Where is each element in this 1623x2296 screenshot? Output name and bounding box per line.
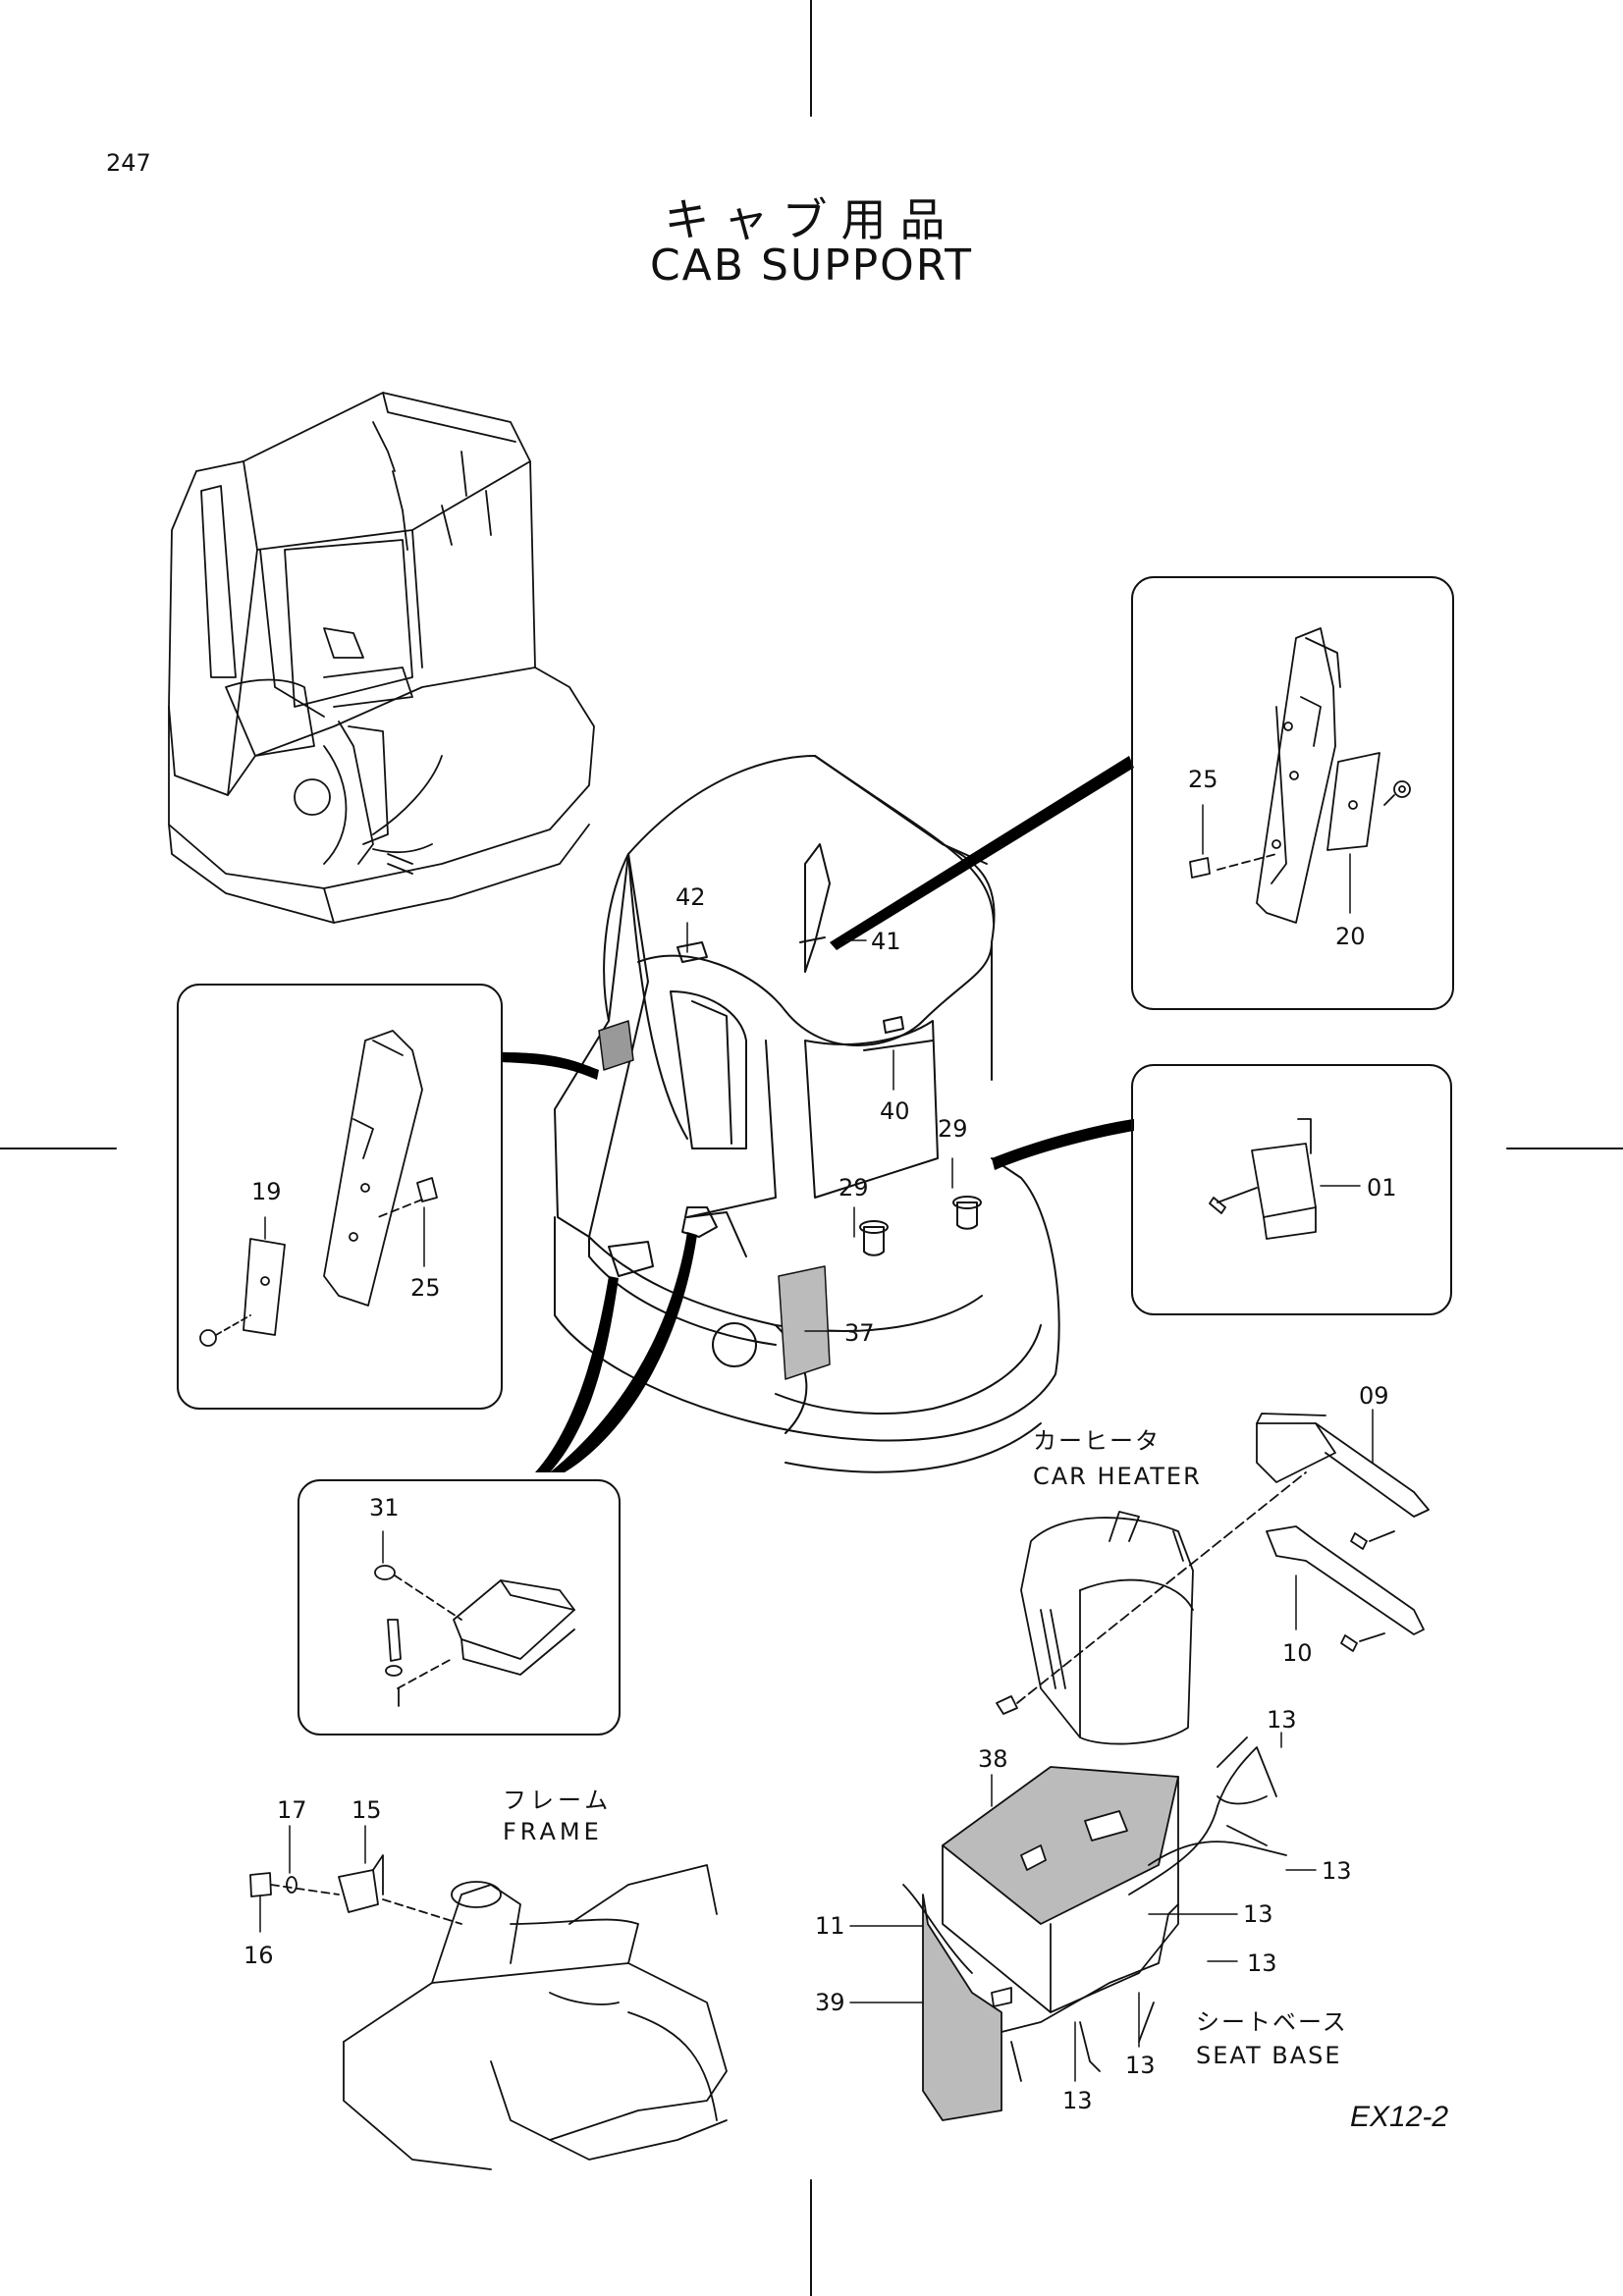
detail-box-bottom-left [298, 1479, 621, 1735]
callout-label: 19 [251, 1178, 282, 1205]
callout-label: 29 [839, 1174, 869, 1201]
page-number: 247 [106, 149, 151, 177]
main-cab-illustration [554, 755, 1060, 1473]
car-heater-illustration [996, 1413, 1430, 1745]
callout-label: 39 [815, 1989, 845, 2016]
callout-label: 13 [1125, 2052, 1156, 2079]
callout-label: 15 [352, 1796, 382, 1824]
callout-label: 41 [871, 928, 901, 955]
callout-label: 13 [1247, 1949, 1277, 1977]
page-code: EX12-2 [1350, 2101, 1449, 2133]
frame-illustration [249, 1854, 728, 2170]
seat-base-label-en: SEAT BASE [1196, 2042, 1342, 2069]
callout-label: 13 [1322, 1857, 1352, 1885]
frame-label-en: FRAME [503, 1818, 603, 1845]
callout-label: 01 [1367, 1174, 1397, 1201]
callout-label: 42 [676, 883, 706, 911]
leader-bands [501, 756, 1134, 1472]
callout-label: 20 [1335, 923, 1366, 950]
callout-label: 16 [243, 1942, 274, 1969]
callout-label: 31 [369, 1494, 400, 1522]
callout-label: 11 [815, 1912, 845, 1940]
callout-numbers: 42 41 40 29 29 37 25 20 19 25 01 31 09 1… [243, 766, 1397, 2114]
detail-box-top-right [1131, 576, 1454, 1010]
seat-base-label-ja: シートベース [1196, 2008, 1348, 2036]
seat-base-illustration [902, 1736, 1287, 2121]
title-japanese: キャブ用品 [664, 193, 959, 246]
callout-label: 37 [844, 1319, 875, 1347]
car-heater-label-ja: カーヒータ [1033, 1427, 1161, 1455]
frame-label-ja: フレーム [503, 1787, 612, 1814]
callout-label: 40 [880, 1097, 910, 1125]
callout-label: 29 [938, 1115, 968, 1143]
group-labels: カーヒータ CAR HEATER フレーム FRAME シートベース SEAT … [503, 1427, 1348, 2069]
callout-label: 25 [1188, 766, 1218, 793]
title-english: CAB SUPPORT [649, 240, 974, 291]
callout-label: 38 [978, 1745, 1008, 1773]
callout-label: 13 [1243, 1900, 1273, 1928]
callout-label: 13 [1267, 1706, 1297, 1734]
callout-label: 10 [1282, 1639, 1313, 1667]
callout-label: 17 [277, 1796, 307, 1824]
overview-cab-illustration [168, 392, 595, 924]
detail-box-top-left [177, 984, 503, 1410]
car-heater-label-en: CAR HEATER [1033, 1463, 1202, 1490]
callout-label: 13 [1062, 2087, 1093, 2114]
detail-box-right-middle [1131, 1064, 1452, 1315]
callout-label: 25 [410, 1274, 441, 1302]
callout-label: 09 [1359, 1382, 1389, 1410]
callout-leaders [259, 804, 1374, 2082]
